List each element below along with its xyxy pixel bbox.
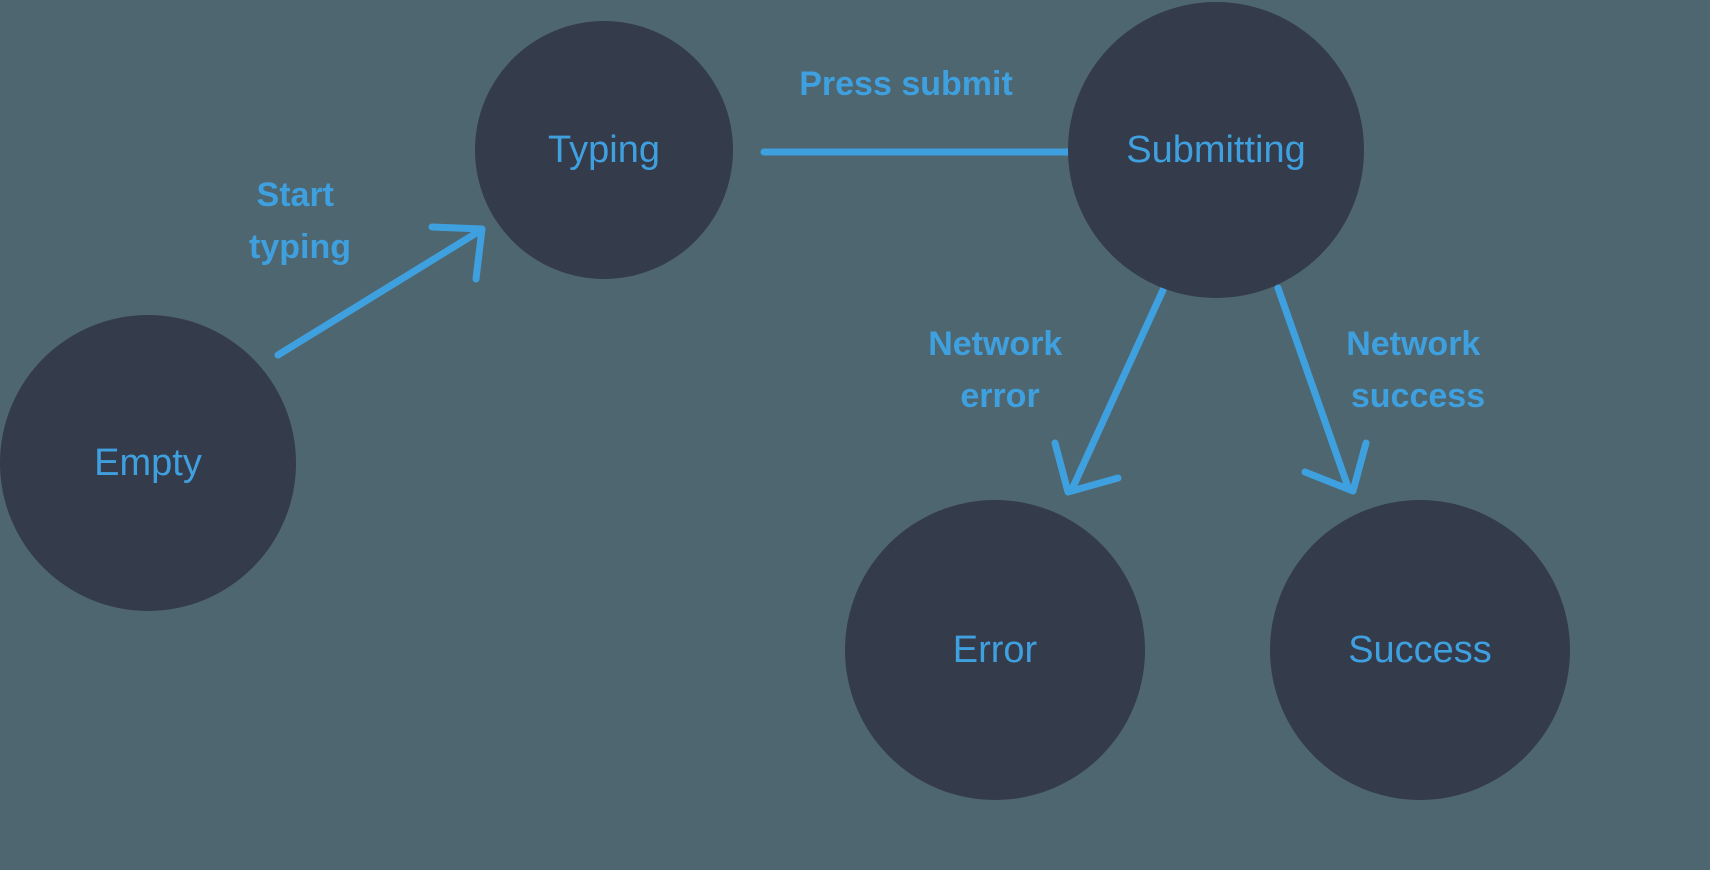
edge-network-error[interactable]: [1051, 286, 1167, 496]
state-circle-success: [1270, 500, 1570, 800]
state-node-empty[interactable]: Empty: [0, 315, 296, 611]
edge-network-success-line: [1274, 284, 1352, 491]
edge-label-start-typing-line-1: Start: [257, 176, 334, 214]
edge-network-success[interactable]: [1274, 284, 1370, 495]
state-circle-empty: [0, 315, 296, 611]
state-label-typing: Typing: [548, 129, 660, 171]
edge-label-start-typing-line-2: typing: [249, 228, 351, 266]
state-node-typing[interactable]: Typing: [475, 21, 733, 279]
edge-label-start-typing: Start typing: [249, 176, 351, 266]
state-node-submitting[interactable]: Submitting: [1068, 2, 1364, 298]
edge-start-typing[interactable]: [274, 223, 486, 359]
state-circle-submitting: [1068, 2, 1364, 298]
edge-network-error-arrowhead: [1051, 439, 1122, 496]
state-label-empty: Empty: [94, 442, 202, 484]
edge-label-network-error-line-1: Network: [928, 325, 1062, 363]
state-circle-error: [845, 500, 1145, 800]
edge-label-press-submit-line-1: Press submit: [799, 65, 1013, 103]
edge-label-network-success-line-2: success: [1351, 377, 1485, 415]
state-label-success: Success: [1348, 629, 1492, 671]
edge-label-network-error: Network error: [928, 325, 1072, 415]
edge-start-typing-arrowhead: [428, 223, 486, 283]
edge-label-press-submit: Press submit: [799, 65, 1013, 103]
state-label-submitting: Submitting: [1126, 129, 1306, 171]
state-node-error[interactable]: Error: [845, 500, 1145, 800]
edge-start-typing-line: [274, 228, 482, 359]
edge-label-network-success: Network success: [1346, 325, 1490, 415]
state-node-success[interactable]: Success: [1270, 500, 1570, 800]
edge-label-network-error-line-2: error: [960, 377, 1039, 415]
state-circle-typing: [475, 21, 733, 279]
edge-network-error-line: [1069, 286, 1167, 491]
edge-label-network-success-line-1: Network: [1346, 325, 1480, 363]
edge-network-success-arrowhead: [1301, 439, 1370, 495]
state-label-error: Error: [953, 629, 1038, 671]
